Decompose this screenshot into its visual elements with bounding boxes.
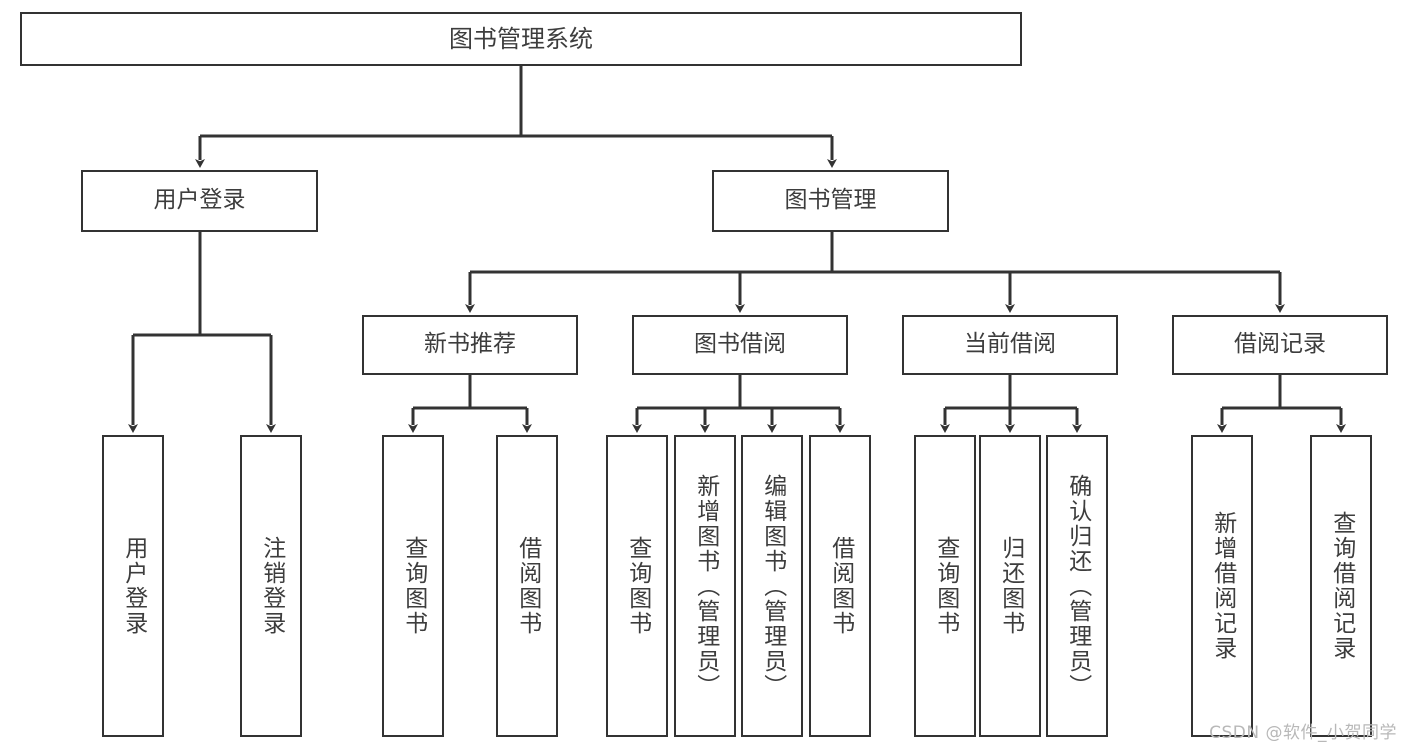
node-leaf-return-book[interactable]: 归还图书	[979, 435, 1041, 737]
node-leaf-edit-book[interactable]: 编辑图书（管理员）	[741, 435, 803, 737]
node-leaf-query-book-1[interactable]: 查询图书	[382, 435, 444, 737]
node-label: 查询图书	[932, 536, 959, 636]
node-leaf-logout[interactable]: 注销登录	[240, 435, 302, 737]
node-leaf-query-record[interactable]: 查询借阅记录	[1310, 435, 1372, 737]
node-label: 图书管理	[784, 187, 877, 214]
node-book-management[interactable]: 图书管理	[712, 170, 949, 232]
node-label: 用户登录	[120, 536, 147, 636]
node-label: 借阅图书	[514, 536, 541, 636]
node-label: 当前借阅	[964, 331, 1056, 358]
node-leaf-confirm-return[interactable]: 确认归还（管理员）	[1046, 435, 1108, 737]
node-label: 查询图书	[400, 536, 427, 636]
node-label: 用户登录	[153, 187, 246, 214]
node-current-borrow[interactable]: 当前借阅	[902, 315, 1118, 375]
node-label: 查询借阅记录	[1328, 511, 1355, 661]
watermark-text: CSDN @软件_小贺同学	[1209, 723, 1397, 743]
node-label: 注销登录	[258, 536, 285, 636]
node-leaf-borrow-book-1[interactable]: 借阅图书	[496, 435, 558, 737]
node-label: 借阅图书	[827, 536, 854, 636]
node-leaf-borrow-book-2[interactable]: 借阅图书	[809, 435, 871, 737]
node-user-login[interactable]: 用户登录	[81, 170, 318, 232]
node-label: 借阅记录	[1234, 331, 1326, 358]
node-label: 新增图书（管理员）	[692, 473, 719, 699]
node-label: 新书推荐	[424, 331, 516, 358]
node-label: 图书借阅	[694, 331, 786, 358]
node-book-management-system[interactable]: 图书管理系统	[20, 12, 1022, 66]
node-borrow-record[interactable]: 借阅记录	[1172, 315, 1388, 375]
node-book-borrow[interactable]: 图书借阅	[632, 315, 848, 375]
node-label: 确认归还（管理员）	[1064, 473, 1091, 699]
node-label: 编辑图书（管理员）	[759, 473, 786, 699]
node-leaf-query-book-2[interactable]: 查询图书	[606, 435, 668, 737]
node-leaf-query-book-3[interactable]: 查询图书	[914, 435, 976, 737]
node-leaf-add-record[interactable]: 新增借阅记录	[1191, 435, 1253, 737]
node-label: 新增借阅记录	[1209, 511, 1236, 661]
node-label: 归还图书	[997, 536, 1024, 636]
node-leaf-user-login[interactable]: 用户登录	[102, 435, 164, 737]
node-new-book-recommend[interactable]: 新书推荐	[362, 315, 578, 375]
node-leaf-add-book[interactable]: 新增图书（管理员）	[674, 435, 736, 737]
node-label: 查询图书	[624, 536, 651, 636]
node-label: 图书管理系统	[449, 24, 593, 53]
